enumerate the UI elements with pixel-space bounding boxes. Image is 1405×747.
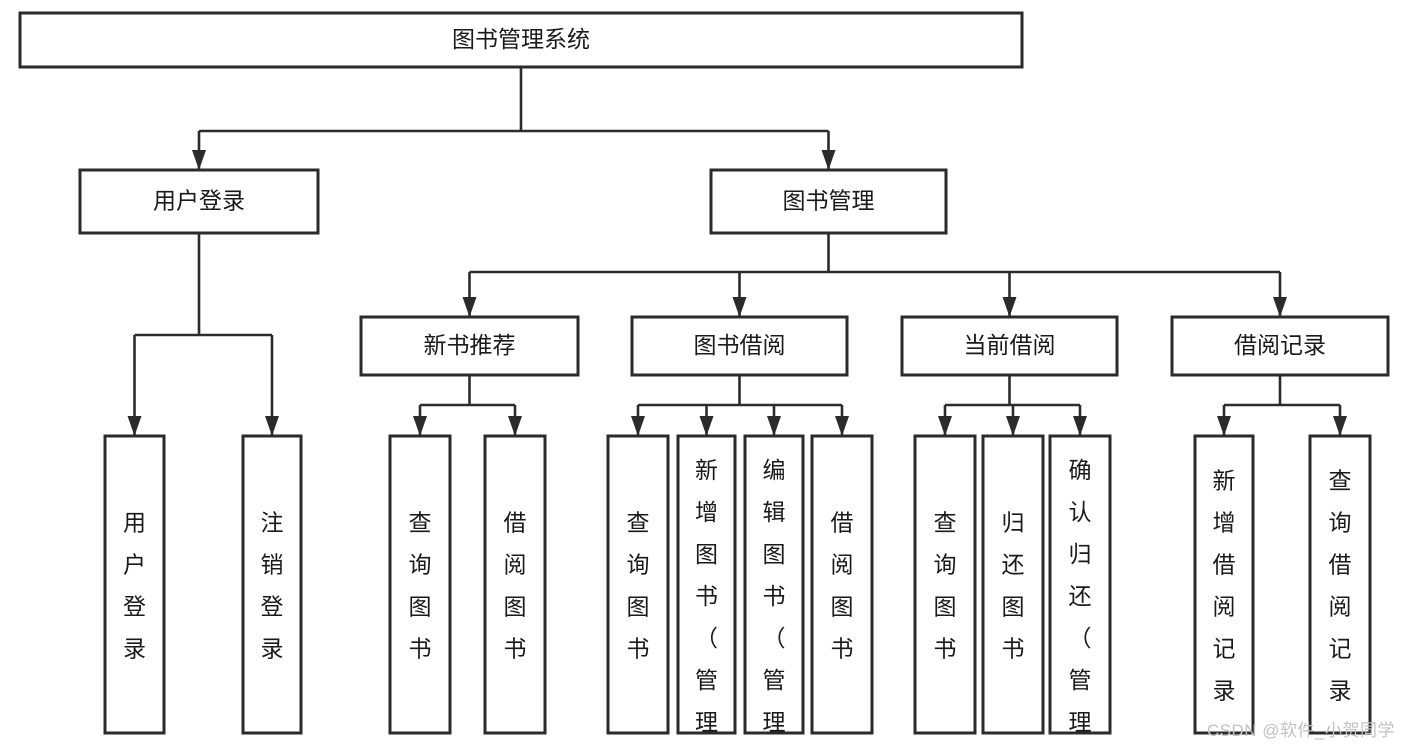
book-mgmt-arrow-1 xyxy=(732,297,747,317)
group-2-arrow-1 xyxy=(1006,416,1020,436)
group-1-arrow-0 xyxy=(631,416,645,436)
leaf-label: 查询借阅记录 xyxy=(1329,468,1352,704)
leaf-node-7[interactable]: 借阅图书 xyxy=(810,434,874,735)
group-3-arrow-0 xyxy=(1217,416,1231,436)
group-0-arrow-0 xyxy=(413,416,427,436)
level1-node-box xyxy=(78,168,320,235)
level2-node-0[interactable]: 新书推荐 xyxy=(359,315,580,377)
leaf-label: 注销登录 xyxy=(261,510,284,662)
leaf-box xyxy=(103,434,166,735)
node-layer: 图书管理系统用户登录图书管理新书推荐图书借阅当前借阅借阅记录用户登录注销登录查询… xyxy=(18,11,1390,747)
leaf-node-0[interactable]: 用户登录 xyxy=(103,434,166,735)
user-login-arrow-0 xyxy=(127,416,142,436)
leaf-box xyxy=(606,434,670,735)
leaf-node-10[interactable]: 确认归还（管理员） xyxy=(1048,434,1112,747)
leaf-node-12[interactable]: 查询借阅记录 xyxy=(1308,434,1372,735)
level2-node-label: 新书推荐 xyxy=(424,332,516,358)
leaf-box xyxy=(1193,434,1255,735)
level2-node-box xyxy=(900,315,1119,377)
level1-node-0[interactable]: 用户登录 xyxy=(78,168,320,235)
root-arrow-0 xyxy=(192,150,206,170)
level2-node-box xyxy=(359,315,580,377)
leaf-label: 查询图书 xyxy=(627,510,650,662)
leaf-label: 借阅图书 xyxy=(831,510,854,662)
group-0-arrow-1 xyxy=(508,416,522,436)
leaf-label: 新增图书（管理员） xyxy=(695,457,718,747)
leaf-box xyxy=(1308,434,1372,735)
level1-node-label: 图书管理 xyxy=(783,188,875,214)
level2-node-box xyxy=(1170,315,1390,377)
leaf-box xyxy=(743,434,805,735)
leaf-node-3[interactable]: 借阅图书 xyxy=(483,434,547,735)
leaf-box xyxy=(388,434,452,735)
level1-node-label: 用户登录 xyxy=(153,188,245,214)
level2-node-3[interactable]: 借阅记录 xyxy=(1170,315,1390,377)
level2-node-label: 图书借阅 xyxy=(694,332,786,358)
level2-node-1[interactable]: 图书借阅 xyxy=(630,315,849,377)
level1-node-box xyxy=(709,168,948,235)
leaf-box xyxy=(913,434,977,735)
group-2-arrow-0 xyxy=(938,416,952,436)
leaf-box xyxy=(483,434,547,735)
level2-node-label: 当前借阅 xyxy=(964,332,1056,358)
group-1-arrow-2 xyxy=(767,416,781,436)
leaf-box xyxy=(981,434,1045,735)
leaf-node-4[interactable]: 查询图书 xyxy=(606,434,670,735)
group-2-arrow-2 xyxy=(1073,416,1087,436)
connector-layer xyxy=(127,67,1347,436)
leaf-label: 新增借阅记录 xyxy=(1213,468,1236,704)
level1-node-1[interactable]: 图书管理 xyxy=(709,168,948,235)
level2-node-2[interactable]: 当前借阅 xyxy=(900,315,1119,377)
csdn-watermark: CSDN @软件_小贺同学 xyxy=(1206,721,1395,740)
book-mgmt-arrow-2 xyxy=(1002,297,1017,317)
root-node-box xyxy=(18,11,1024,69)
leaf-node-9[interactable]: 归还图书 xyxy=(981,434,1045,735)
level2-node-box xyxy=(630,315,849,377)
leaf-box xyxy=(241,434,303,735)
leaf-label: 用户登录 xyxy=(123,510,146,662)
leaf-node-2[interactable]: 查询图书 xyxy=(388,434,452,735)
leaf-label: 借阅图书 xyxy=(504,510,527,662)
leaf-node-8[interactable]: 查询图书 xyxy=(913,434,977,735)
leaf-box xyxy=(1048,434,1112,735)
level2-node-label: 借阅记录 xyxy=(1234,332,1326,358)
root-node[interactable]: 图书管理系统 xyxy=(18,11,1024,69)
leaf-box xyxy=(676,434,737,735)
book-mgmt-arrow-3 xyxy=(1273,297,1287,317)
leaf-node-5[interactable]: 新增图书（管理员） xyxy=(676,434,737,747)
group-3-arrow-1 xyxy=(1333,416,1347,436)
leaf-node-1[interactable]: 注销登录 xyxy=(241,434,303,735)
group-1-arrow-1 xyxy=(699,416,714,436)
leaf-box xyxy=(810,434,874,735)
group-1-arrow-3 xyxy=(835,416,849,436)
leaf-node-11[interactable]: 新增借阅记录 xyxy=(1193,434,1255,735)
leaf-label: 查询图书 xyxy=(934,510,957,662)
user-login-arrow-1 xyxy=(265,416,279,436)
leaf-label: 查询图书 xyxy=(409,510,432,662)
leaf-node-6[interactable]: 编辑图书（管理员） xyxy=(743,434,805,747)
leaf-label: 编辑图书（管理员） xyxy=(763,457,786,747)
root-node-label: 图书管理系统 xyxy=(452,26,590,52)
leaf-label: 归还图书 xyxy=(1002,510,1025,662)
leaf-label: 确认归还（管理员） xyxy=(1069,457,1092,747)
root-arrow-1 xyxy=(821,150,836,170)
book-mgmt-arrow-0 xyxy=(462,297,477,317)
